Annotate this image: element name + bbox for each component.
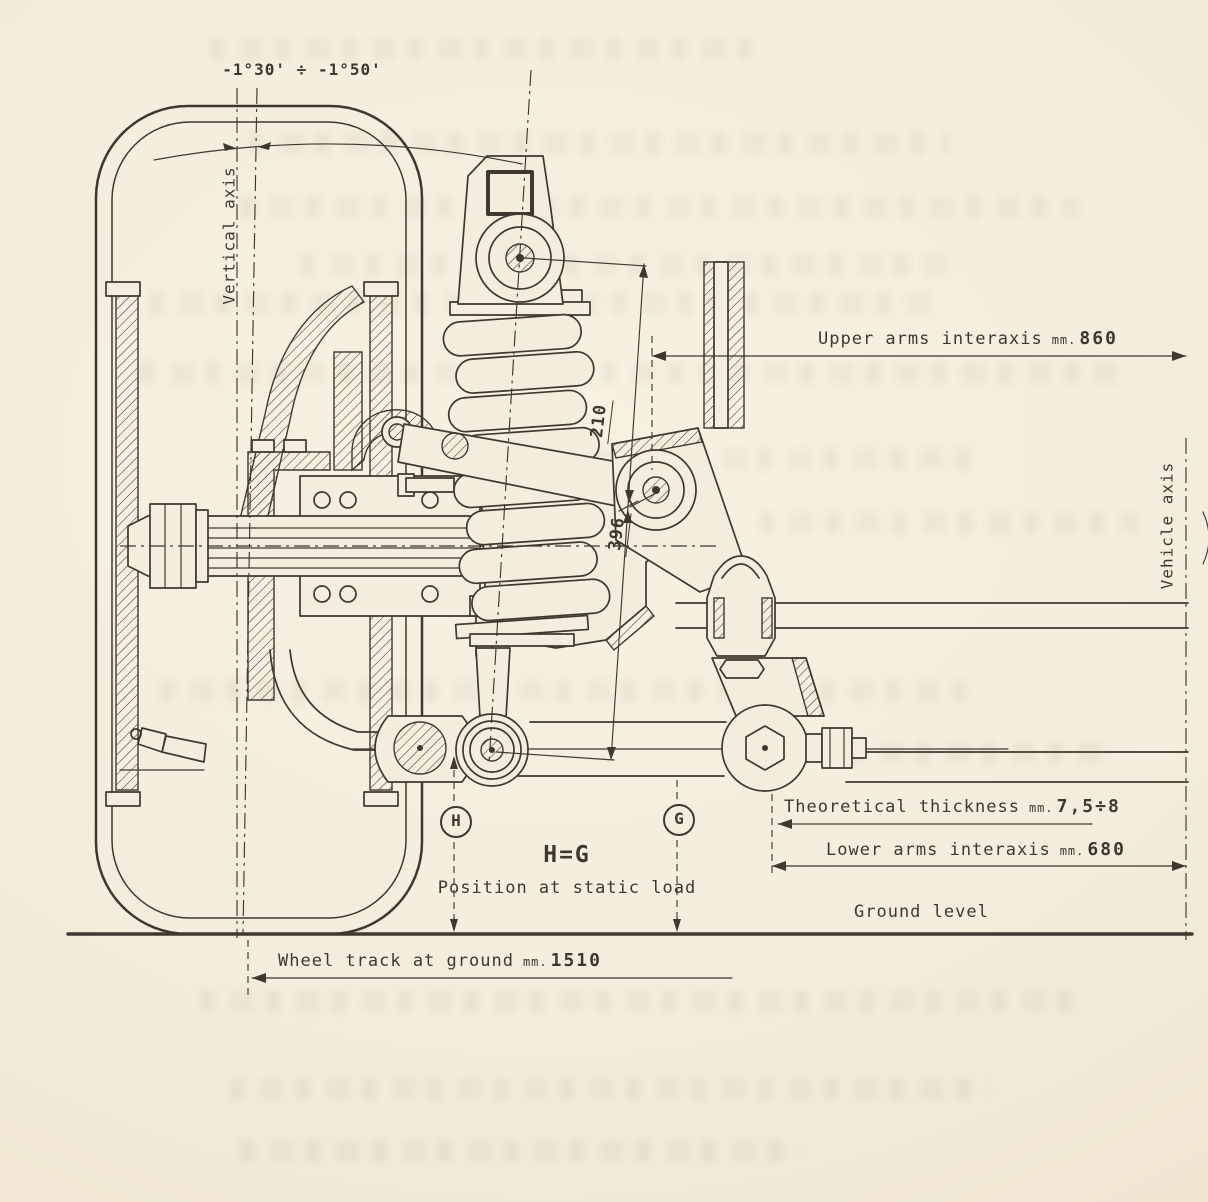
upper-arms-interaxis-dimension: Upper arms interaxis mm. 860 (818, 328, 1118, 349)
theoretical-thickness-value: 7,5÷8 (1056, 796, 1121, 817)
theoretical-thickness-dimension: Theoretical thickness mm. 7,5÷8 (784, 796, 1121, 817)
wheel-track-dimension: Wheel track at ground mm. 1510 (278, 950, 602, 971)
point-h-marker: H (440, 806, 472, 838)
tube-saddle-bracket (706, 555, 825, 717)
ground-level-label: Ground level (854, 902, 989, 922)
static-load-condition-label: Position at static load (437, 878, 697, 898)
point-g-marker: G (663, 804, 695, 836)
brake-backplate (247, 439, 393, 751)
lower-arms-interaxis-value: 680 (1087, 839, 1126, 860)
axis-centerlines (120, 69, 1187, 940)
upper-control-arm (397, 423, 749, 593)
vertical-axis-label: Vertical axis (219, 166, 239, 305)
vehicle-axis-label: Vehicle axis (1157, 461, 1177, 590)
theoretical-thickness-unit: mm. (1028, 801, 1054, 815)
upper-arms-interaxis-unit: mm. (1051, 333, 1077, 347)
height-equality-label: H=G (543, 842, 591, 868)
dimension-lines (66, 142, 1208, 996)
theoretical-thickness-text: Theoretical thickness (784, 797, 1020, 817)
camber-angle-label: -1°30' ÷ -1°50' (222, 60, 382, 79)
lower-arms-interaxis-unit: mm. (1059, 844, 1085, 858)
upper-arms-interaxis-value: 860 (1079, 328, 1118, 349)
lower-arms-interaxis-dimension: Lower arms interaxis mm. 680 (826, 839, 1126, 860)
shock-lower-eye-and-ball-joint (119, 647, 529, 787)
frame-side-member (703, 261, 745, 429)
wheel-track-unit: mm. (522, 955, 548, 969)
lower-arms-interaxis-text: Lower arms interaxis (826, 840, 1051, 860)
wheel-track-text: Wheel track at ground (278, 951, 514, 971)
upper-arms-interaxis-text: Upper arms interaxis (818, 329, 1043, 349)
shock-top-mount (457, 155, 565, 305)
wheel-track-value: 1510 (550, 950, 602, 971)
